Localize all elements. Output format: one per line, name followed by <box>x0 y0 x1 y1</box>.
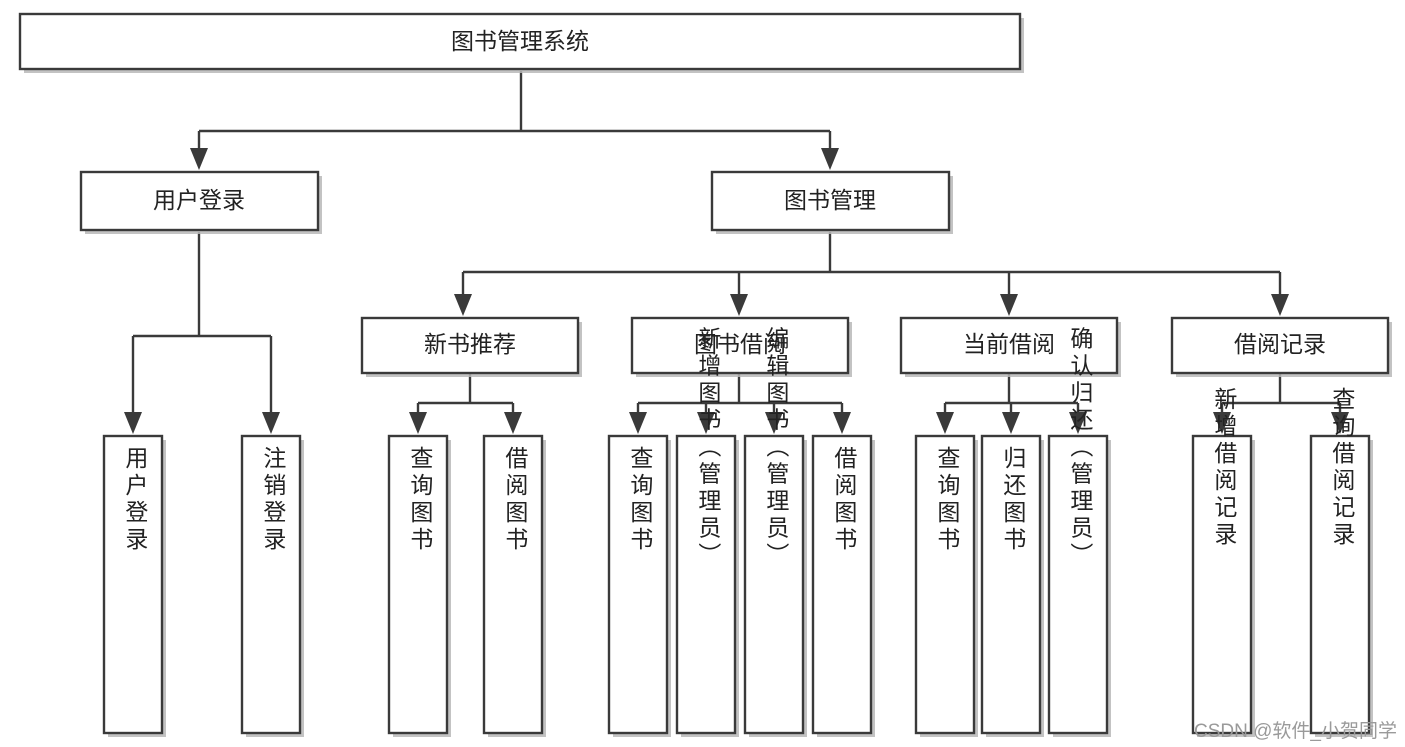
node-user-login-box[interactable] <box>79 170 320 232</box>
arrow-head-leaf-return-book <box>1002 412 1020 434</box>
node-book-borrow-label: 图书借阅 <box>694 331 786 357</box>
node-leaf-query-record[interactable]: 查询借阅记录 <box>1309 387 1373 737</box>
node-leaf-borrow-book-2-box[interactable] <box>811 434 873 735</box>
node-leaf-user-login[interactable]: 用户登录 <box>102 434 166 737</box>
node-leaf-borrow-book-1-box[interactable] <box>482 434 544 735</box>
arrow-head-leaf-query-book-2 <box>629 412 647 434</box>
node-leaf-confirm-return-box[interactable] <box>1047 434 1109 735</box>
node-leaf-user-login-label: 用户登录 <box>122 446 149 554</box>
node-book-manage-label: 图书管理 <box>784 187 876 213</box>
arrow-head-leaf-query-book-3 <box>936 412 954 434</box>
arrow-head-leaf-borrow-book-2 <box>833 412 851 434</box>
node-leaf-query-record-label: 查询借阅记录 <box>1329 387 1356 549</box>
connector-group-borrow-record <box>1213 373 1349 434</box>
arrow-head-leaf-user-login <box>124 412 142 434</box>
node-leaf-query-book-2-box[interactable] <box>607 434 669 735</box>
node-leaf-query-book-2-label: 查询图书 <box>627 446 654 554</box>
node-borrow-record-box[interactable] <box>1170 316 1390 375</box>
node-leaf-edit-book[interactable]: 编辑图书（管理员） <box>743 327 807 738</box>
node-leaf-return-book-box[interactable] <box>980 434 1042 735</box>
node-leaf-query-book-1[interactable]: 查询图书 <box>387 434 451 737</box>
node-book-manage-box[interactable] <box>710 170 951 232</box>
arrow-head-leaf-edit-book <box>765 412 783 434</box>
node-book-borrow[interactable]: 图书借阅 <box>630 316 852 377</box>
node-root[interactable]: 图书管理系统 <box>18 12 1024 73</box>
node-leaf-add-book-label: 新增图书（管理员） <box>695 327 722 570</box>
node-leaf-confirm-return-label: 确认归还（管理员） <box>1067 327 1094 570</box>
node-leaf-add-book[interactable]: 新增图书（管理员） <box>675 327 739 738</box>
arrow-head-leaf-confirm-return <box>1069 412 1087 434</box>
arrow-head-leaf-query-book-1 <box>409 412 427 434</box>
node-root-box[interactable] <box>18 12 1022 71</box>
node-leaf-return-book[interactable]: 归还图书 <box>980 434 1044 737</box>
node-leaf-edit-book-label: 编辑图书（管理员） <box>763 327 790 570</box>
node-book-borrow-box[interactable] <box>630 316 850 375</box>
node-leaf-add-record-label: 新增借阅记录 <box>1211 387 1238 549</box>
node-leaf-add-book-box[interactable] <box>675 434 737 735</box>
node-leaf-query-book-3-label: 查询图书 <box>934 446 961 554</box>
connector-group-current-borrow <box>936 373 1087 434</box>
arrow-head-user-login <box>190 148 208 170</box>
node-borrow-record-label: 借阅记录 <box>1234 331 1326 357</box>
arrow-head-leaf-add-book <box>697 412 715 434</box>
node-leaf-user-logout-box[interactable] <box>240 434 302 735</box>
arrow-head-book-manage <box>821 148 839 170</box>
connector-group-root <box>190 71 839 170</box>
arrow-head-leaf-user-logout <box>262 412 280 434</box>
node-leaf-query-book-1-label: 查询图书 <box>407 446 434 554</box>
node-root-label: 图书管理系统 <box>451 28 589 54</box>
node-leaf-add-record[interactable]: 新增借阅记录 <box>1191 387 1255 737</box>
arrow-head-leaf-borrow-book-1 <box>504 412 522 434</box>
node-leaf-user-login-box[interactable] <box>102 434 164 735</box>
arrow-head-leaf-query-record <box>1331 412 1349 434</box>
node-leaf-borrow-book-2-label: 借阅图书 <box>831 446 858 554</box>
node-borrow-record[interactable]: 借阅记录 <box>1170 316 1392 377</box>
arrow-head-borrow-record <box>1271 294 1289 316</box>
arrow-head-leaf-add-record <box>1213 412 1231 434</box>
node-leaf-borrow-book-2[interactable]: 借阅图书 <box>811 434 875 737</box>
node-leaf-return-book-label: 归还图书 <box>1000 446 1027 554</box>
node-current-borrow-label: 当前借阅 <box>963 331 1055 357</box>
node-current-borrow[interactable]: 当前借阅 <box>899 316 1121 377</box>
node-leaf-query-book-2[interactable]: 查询图书 <box>607 434 671 737</box>
node-book-manage[interactable]: 图书管理 <box>710 170 953 234</box>
connector-group-book-manage <box>454 232 1289 316</box>
node-leaf-edit-book-box[interactable] <box>743 434 805 735</box>
node-leaf-user-logout-label: 注销登录 <box>260 446 287 554</box>
node-new-book-recommend[interactable]: 新书推荐 <box>360 316 582 377</box>
connector-group-book-borrow <box>629 373 851 434</box>
connector-group-new-book-recommend <box>409 373 522 434</box>
node-new-book-recommend-box[interactable] <box>360 316 580 375</box>
arrow-head-current-borrow <box>1000 294 1018 316</box>
node-leaf-confirm-return[interactable]: 确认归还（管理员） <box>1047 327 1111 738</box>
node-leaf-add-record-box[interactable] <box>1191 434 1253 735</box>
node-current-borrow-box[interactable] <box>899 316 1119 375</box>
node-new-book-recommend-label: 新书推荐 <box>424 331 516 357</box>
node-leaf-query-book-3[interactable]: 查询图书 <box>914 434 978 737</box>
arrow-head-new-book-recommend <box>454 294 472 316</box>
node-leaf-query-record-box[interactable] <box>1309 434 1371 735</box>
connector-group-user-login <box>124 232 280 434</box>
node-leaf-borrow-book-1[interactable]: 借阅图书 <box>482 434 546 737</box>
node-user-login[interactable]: 用户登录 <box>79 170 322 234</box>
arrow-head-book-borrow <box>730 294 748 316</box>
node-leaf-query-book-3-box[interactable] <box>914 434 976 735</box>
node-leaf-query-book-1-box[interactable] <box>387 434 449 735</box>
node-leaf-borrow-book-1-label: 借阅图书 <box>502 446 529 554</box>
node-leaf-user-logout[interactable]: 注销登录 <box>240 434 304 737</box>
node-user-login-label: 用户登录 <box>153 187 245 213</box>
